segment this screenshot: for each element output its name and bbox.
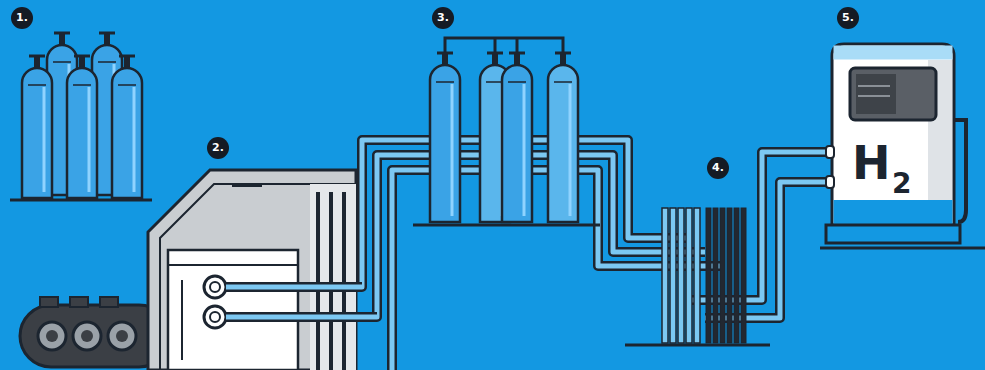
gas-cylinder	[22, 56, 52, 198]
hydrogen-subscript: 2	[892, 170, 911, 198]
hydrogen-symbol: H	[852, 140, 891, 186]
pipe-fill	[690, 152, 835, 300]
manifold	[445, 38, 563, 55]
gas-cylinder	[67, 56, 97, 198]
heat-exchanger	[662, 208, 746, 343]
gas-cylinder	[430, 53, 460, 222]
ground-line	[820, 247, 985, 250]
ground-line	[10, 199, 152, 202]
gas-cylinder	[548, 53, 578, 222]
callout-number: 2.	[207, 137, 229, 159]
pipe	[690, 152, 835, 300]
callout-number: 1.	[11, 7, 33, 29]
callout-number: 3.	[432, 7, 454, 29]
ground-line	[413, 224, 600, 227]
processing-machine	[148, 170, 377, 370]
ground-line	[625, 344, 770, 347]
gas-cylinder	[112, 56, 142, 198]
gas-cylinder	[502, 53, 532, 222]
callout-number: 4.	[707, 157, 729, 179]
hydrogen-dispenser	[826, 44, 966, 243]
callout-number: 5.	[837, 7, 859, 29]
